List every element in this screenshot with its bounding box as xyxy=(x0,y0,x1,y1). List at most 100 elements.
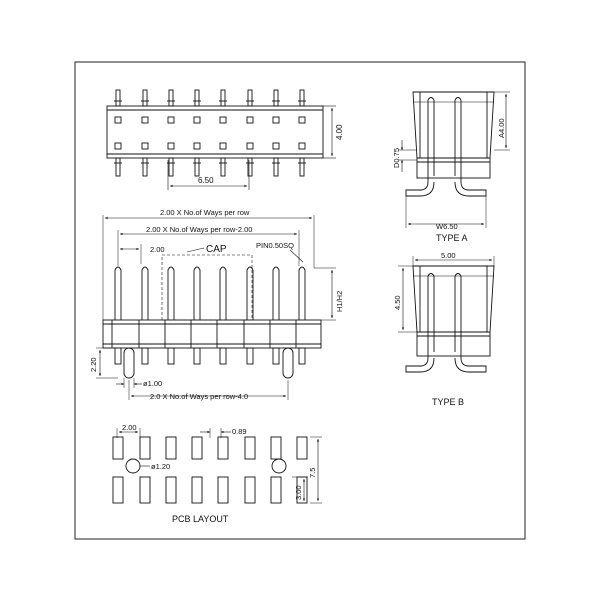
pcb-hole-right xyxy=(271,458,287,474)
top-pin-square xyxy=(246,142,254,150)
pcb-hole-left xyxy=(125,458,141,474)
pcb-pad-bottom xyxy=(139,476,151,504)
side-view xyxy=(96,215,336,400)
height-h1-h2-label: H1/H2 xyxy=(335,291,344,312)
drawing-frame xyxy=(74,61,526,540)
top-pin-upper xyxy=(299,89,305,107)
type-a-label: TYPE A xyxy=(436,233,468,243)
top-pin-square xyxy=(114,142,122,150)
top-pin-lower xyxy=(247,157,253,177)
pcb-pad-width-dim: 0.89 xyxy=(232,427,247,436)
side-pin-mating xyxy=(272,266,280,320)
top-pin-lower xyxy=(273,157,279,177)
type-b-width-dim: 5.00 xyxy=(441,251,456,260)
bottom-span-dim: 2.0 X No.of Ways per row-4.0 xyxy=(150,392,248,401)
pcb-pitch-dim: 2.00 xyxy=(122,423,137,432)
pcb-pad-bottom xyxy=(270,476,282,504)
top-pin-upper xyxy=(115,89,121,107)
type-a-view xyxy=(398,91,510,228)
side-pin-mating xyxy=(114,266,122,320)
side-pin-tail xyxy=(193,347,201,365)
side-total-dim: 2.00 X No.of Ways per row xyxy=(160,208,250,217)
top-pin-square xyxy=(219,116,227,124)
side-pin-mating xyxy=(298,266,306,320)
top-pin-square xyxy=(246,116,254,124)
top-pin-upper xyxy=(220,89,226,107)
top-pin-square xyxy=(272,142,280,150)
side-pin-mating xyxy=(219,266,227,320)
type-a-width-dim: W6.50 xyxy=(436,222,458,231)
peg-left xyxy=(123,347,135,379)
top-view xyxy=(106,89,336,190)
top-pin-square xyxy=(193,116,201,124)
top-pin-lower xyxy=(194,157,200,177)
top-view-width-dim: 6.50 xyxy=(198,176,214,185)
peg-diameter-dim: ø1.00 xyxy=(143,379,162,388)
side-pin-tail xyxy=(272,347,280,365)
top-pin-square xyxy=(219,142,227,150)
side-pitch-dim: 2.00 xyxy=(150,245,165,254)
top-pin-lower xyxy=(168,157,174,177)
type-a-height-dim: A4.00 xyxy=(497,118,506,138)
top-pin-square xyxy=(114,116,122,124)
pcb-pad-top xyxy=(165,436,177,460)
pcb-hole-dim: ø1.20 xyxy=(151,462,170,471)
top-pin-square xyxy=(272,116,280,124)
cap-outline xyxy=(161,254,253,321)
pcb-pad-height-dim: 3.00 xyxy=(294,485,303,500)
pin-size-label: PIN0.50SQ xyxy=(256,241,294,250)
side-pin-mating xyxy=(141,266,149,320)
pcb-pad-top xyxy=(112,436,124,460)
side-pin-mating xyxy=(193,266,201,320)
cap-label: CAP xyxy=(206,244,227,255)
pcb-layout-label: PCB LAYOUT xyxy=(172,514,229,524)
side-pin-mating xyxy=(167,266,175,320)
top-pin-lower xyxy=(142,157,148,177)
top-pin-square xyxy=(141,142,149,150)
top-view-height-dim: 4.00 xyxy=(335,124,344,140)
side-pin-mating xyxy=(246,266,254,320)
side-pin-tail xyxy=(298,347,306,365)
pcb-layout xyxy=(112,428,322,504)
pcb-pad-top xyxy=(244,436,256,460)
top-pin-square xyxy=(193,142,201,150)
top-pin-lower xyxy=(220,157,226,177)
type-a-gap-dim: D0.75 xyxy=(392,148,401,168)
pcb-pad-bottom xyxy=(112,476,124,504)
top-pin-upper xyxy=(273,89,279,107)
side-pin-tail xyxy=(141,347,149,365)
side-minus-dim: 2.00 X No.of Ways per row-2.00 xyxy=(146,225,252,234)
pcb-pad-bottom xyxy=(191,476,203,504)
pcb-pad-bottom xyxy=(244,476,256,504)
top-pin-upper xyxy=(247,89,253,107)
pcb-pad-top xyxy=(191,436,203,460)
peg-right xyxy=(282,347,294,379)
pcb-height-dim: 7.5 xyxy=(308,468,317,478)
tail-length-dim: 2.20 xyxy=(89,357,98,372)
top-pin-square xyxy=(167,142,175,150)
pcb-pad-top xyxy=(217,436,229,460)
side-pin-tail xyxy=(114,347,122,365)
top-pin-square xyxy=(298,116,306,124)
pcb-pad-bottom xyxy=(165,476,177,504)
side-pin-tail xyxy=(167,347,175,365)
top-view-body xyxy=(106,105,324,159)
top-pin-lower xyxy=(115,157,121,177)
side-pin-tail xyxy=(219,347,227,365)
side-pin-tail xyxy=(246,347,254,365)
pcb-pad-bottom xyxy=(217,476,229,504)
pcb-pad-top xyxy=(139,436,151,460)
top-pin-upper xyxy=(194,89,200,107)
top-pin-square xyxy=(298,142,306,150)
top-pin-upper xyxy=(142,89,148,107)
type-b-label: TYPE B xyxy=(432,397,464,407)
type-b-height-dim: 4.50 xyxy=(393,295,402,310)
pcb-pad-top xyxy=(270,436,282,460)
top-pin-lower xyxy=(299,157,305,177)
pcb-pad-top xyxy=(296,436,308,460)
top-pin-square xyxy=(167,116,175,124)
top-pin-upper xyxy=(168,89,174,107)
type-b-view xyxy=(398,256,495,373)
top-pin-square xyxy=(141,116,149,124)
